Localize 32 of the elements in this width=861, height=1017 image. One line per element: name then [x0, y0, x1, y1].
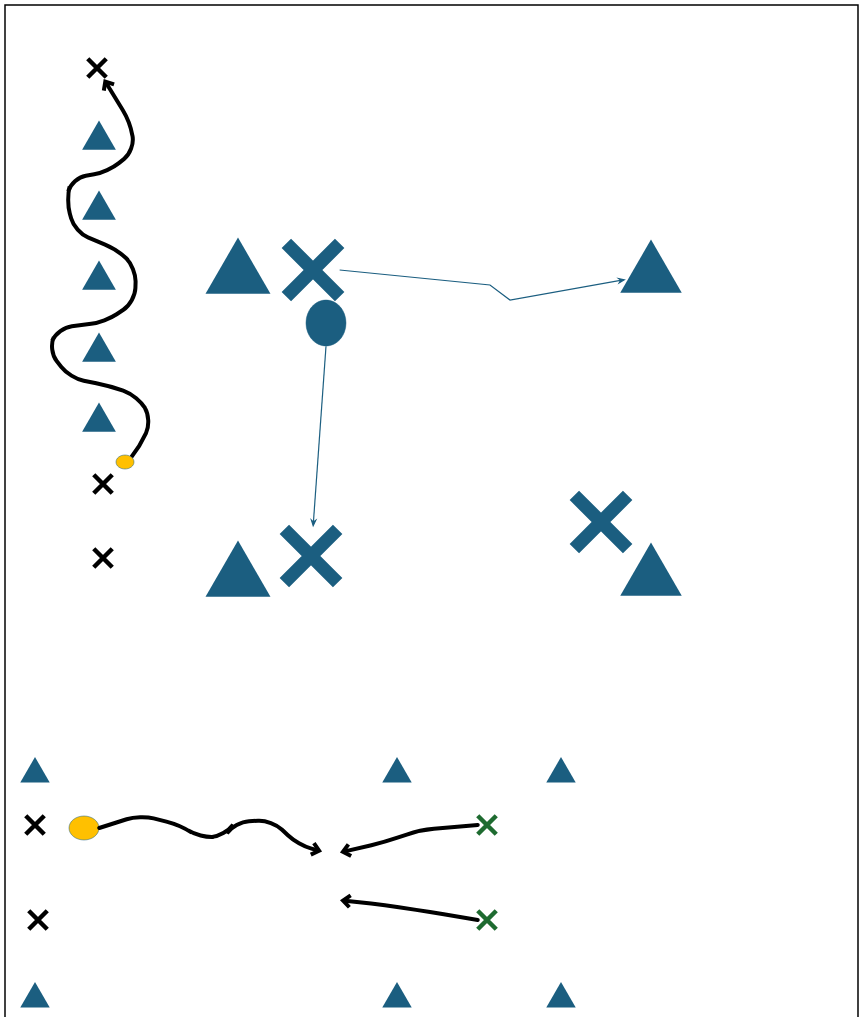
triangle-marker: [205, 237, 271, 294]
cross-marker: [26, 908, 50, 932]
triangle-marker: [620, 542, 682, 596]
arrow: [50, 78, 151, 460]
ball-marker: [68, 815, 100, 841]
cross-marker: [91, 472, 115, 496]
cross-marker: [567, 488, 635, 556]
cross-marker: [23, 813, 47, 837]
triangle-marker: [82, 190, 116, 220]
triangle-marker: [620, 239, 682, 293]
triangle-marker: [82, 260, 116, 290]
triangle-marker: [82, 120, 116, 150]
cross-marker: [475, 813, 499, 837]
triangle-marker: [205, 540, 271, 597]
circle-marker: [305, 299, 347, 347]
triangle-marker: [20, 757, 50, 783]
triangle-marker: [82, 402, 116, 432]
cross-marker: [475, 908, 499, 932]
triangle-marker: [82, 332, 116, 362]
arrow: [339, 823, 480, 858]
triangle-marker: [382, 982, 412, 1008]
ball-marker: [115, 454, 135, 470]
arrow: [340, 893, 480, 922]
triangle-marker: [546, 757, 576, 783]
triangle-marker: [20, 982, 50, 1008]
cross-marker: [277, 522, 345, 590]
arrow: [97, 815, 323, 857]
triangle-marker: [382, 757, 412, 783]
cross-marker: [85, 56, 109, 80]
cross-marker: [279, 236, 347, 304]
cross-marker: [91, 546, 115, 570]
triangle-marker: [546, 982, 576, 1008]
